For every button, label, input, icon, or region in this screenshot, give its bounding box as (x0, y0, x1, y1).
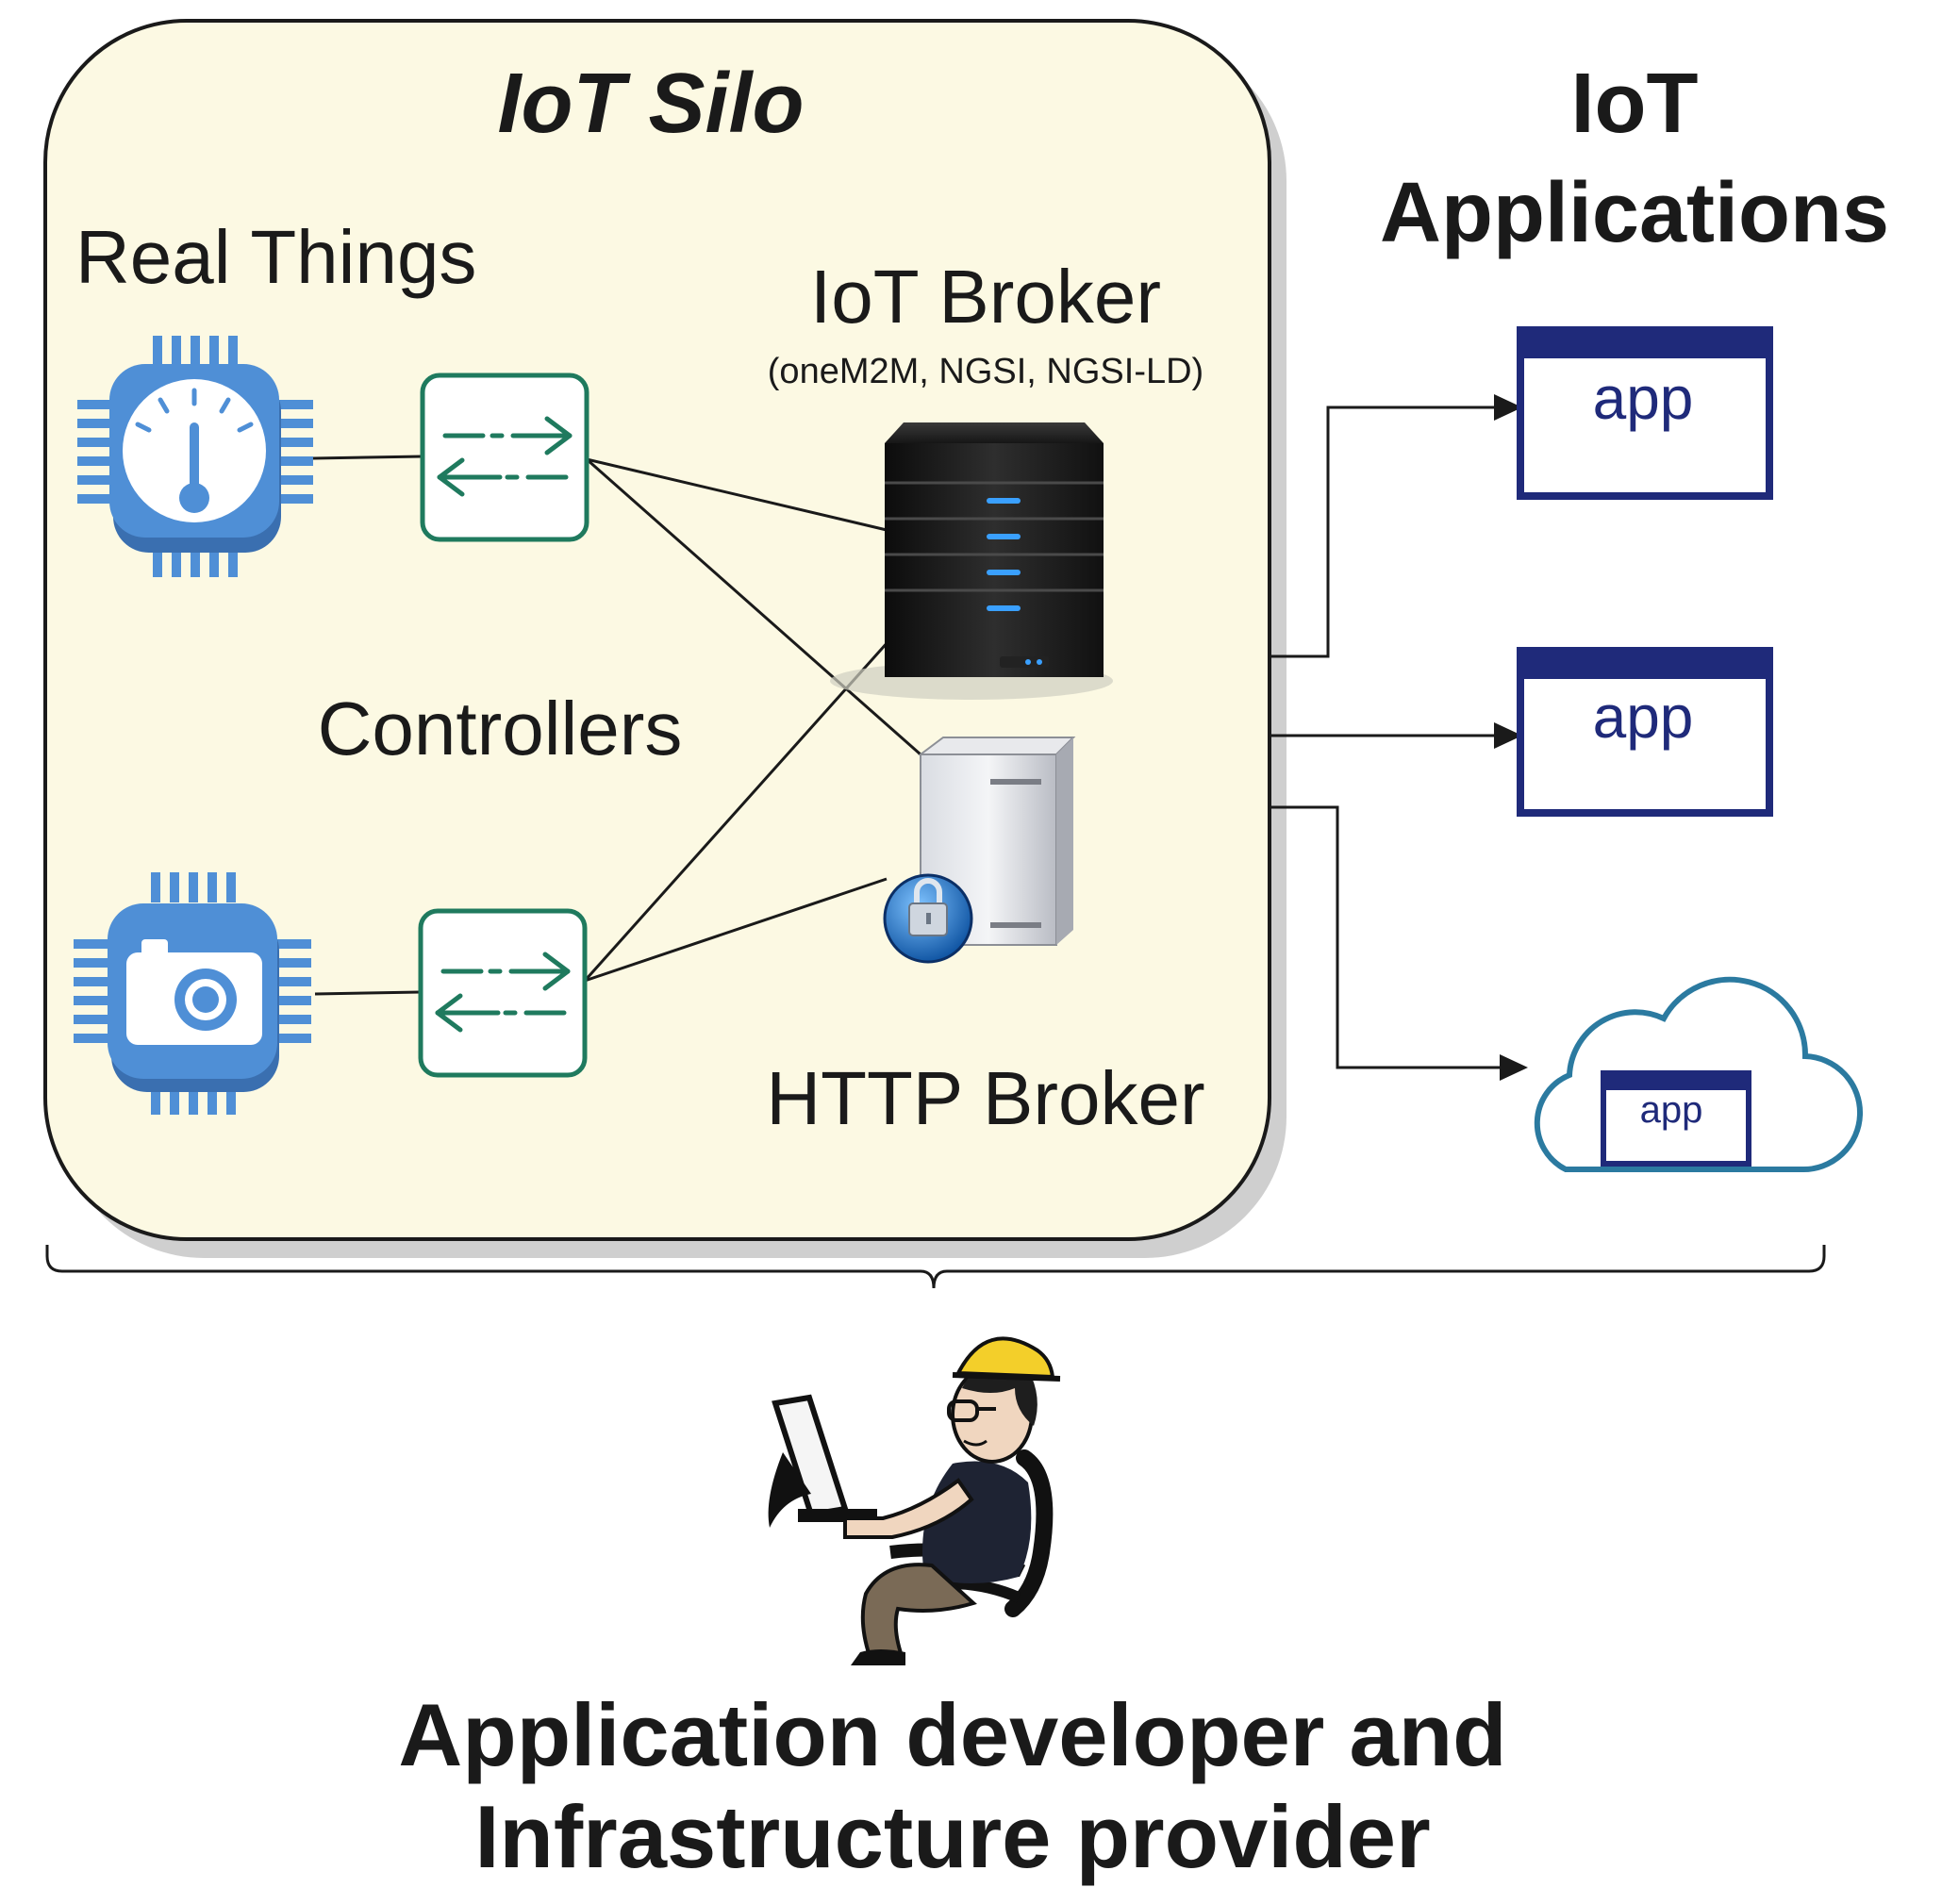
controller-2-icon (418, 908, 588, 1078)
link-ctrl2-iot-broker (583, 639, 890, 983)
cloud-app-icon: app (1534, 976, 1863, 1173)
footer-line-2: Infrastructure provider (474, 1787, 1430, 1886)
link-ctrl2-http-broker (584, 877, 888, 983)
camera-chip-icon (74, 872, 311, 1115)
link-camera-controller (314, 990, 422, 996)
link-ctrl1-http-broker (586, 457, 921, 756)
app-arrows (1270, 394, 1528, 1081)
footer-line-1: Application developer and (398, 1685, 1506, 1784)
controller-1-icon (420, 373, 589, 542)
developer-at-computer-icon (768, 1336, 1061, 1665)
grouping-brace (45, 1245, 1826, 1289)
link-ctrl1-iot-broker (586, 457, 888, 532)
app-2-label: app (1593, 683, 1694, 751)
app-1-label: app (1593, 364, 1694, 432)
applications-title-line1: IoT (1571, 57, 1699, 151)
connection-lines (312, 455, 921, 996)
app-window-2: app (1517, 647, 1773, 817)
iot-broker-label: IoT Broker (810, 255, 1161, 339)
silo-title: IoT Silo (498, 57, 805, 151)
link-thermo-controller (312, 455, 423, 460)
arrow-to-cloud-app (1270, 805, 1503, 1069)
applications-title-line2: Applications (1380, 166, 1889, 260)
cloud-app-label: app (1640, 1089, 1703, 1131)
http-broker-label: HTTP Broker (766, 1056, 1204, 1140)
tower-server-lock-icon (883, 737, 1076, 964)
iot-broker-protocols: (oneM2M, NGSI, NGSI-LD) (768, 352, 1203, 391)
app-window-1: app (1517, 326, 1773, 500)
controllers-label: Controllers (318, 687, 683, 770)
arrow-to-app-1 (1270, 406, 1500, 658)
thermometer-chip-icon (77, 336, 313, 577)
real-things-label: Real Things (75, 215, 476, 299)
rack-server-icon (830, 422, 1113, 700)
